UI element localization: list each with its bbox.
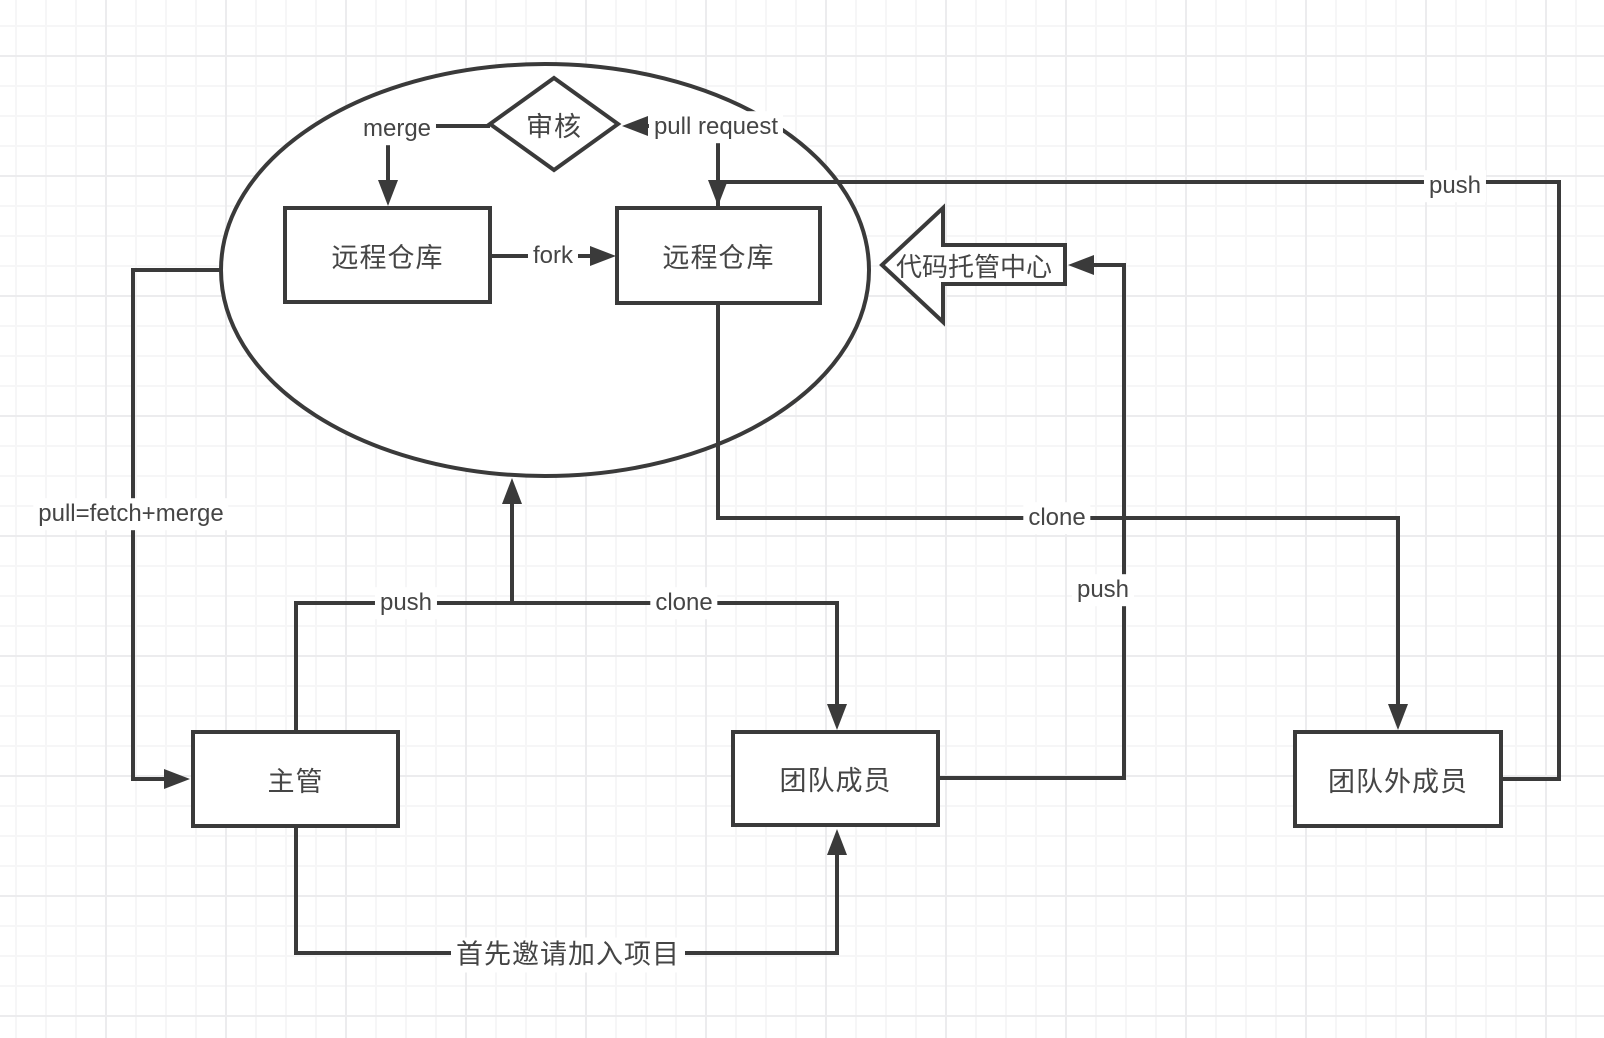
invite-edge-label: 首先邀请加入项目: [451, 937, 685, 973]
clone-member-edge-label: clone: [650, 587, 718, 619]
code-hosting-center-arrow-shape[interactable]: [879, 203, 1067, 327]
code-hosting-center-label: 代码托管中心: [895, 251, 1052, 282]
edge-push-member-to-hosting[interactable]: [938, 255, 1126, 780]
remote-repo-left-label: 远程仓库: [331, 242, 444, 273]
push-supervisor-edge-label: push: [374, 587, 438, 619]
team-member-box[interactable]: [731, 730, 940, 827]
supervisor-box[interactable]: [191, 730, 400, 828]
pull-fetch-merge-edge-label: pull=fetch+merge: [33, 498, 229, 530]
supervisor-label: 主管: [267, 766, 324, 797]
merge-edge-label: merge: [357, 113, 437, 145]
remote-repo-right-label: 远程仓库: [662, 243, 775, 273]
edge-push-external-to-fork[interactable]: [708, 180, 1561, 781]
push-top-edge-label: push: [1423, 170, 1487, 202]
remote-repo-right-box[interactable]: [615, 206, 822, 305]
review-diamond[interactable]: [486, 75, 622, 173]
external-member-box[interactable]: [1293, 730, 1503, 828]
external-member-label: 团队外成员: [1328, 766, 1468, 797]
edge-push-supervisor-and-clone-member[interactable]: [294, 478, 847, 732]
push-member-edge-label: push: [1071, 574, 1135, 606]
review-label: 审核: [526, 111, 582, 142]
team-member-label: 团队成员: [779, 766, 892, 796]
fork-edge-label: fork: [527, 240, 579, 272]
edge-invite-supervisor-to-member[interactable]: [294, 826, 847, 955]
pull-request-edge-label: pull request: [648, 111, 784, 143]
clone-fork-edge-label: clone: [1023, 502, 1091, 534]
remote-repo-left-box[interactable]: [283, 206, 492, 304]
